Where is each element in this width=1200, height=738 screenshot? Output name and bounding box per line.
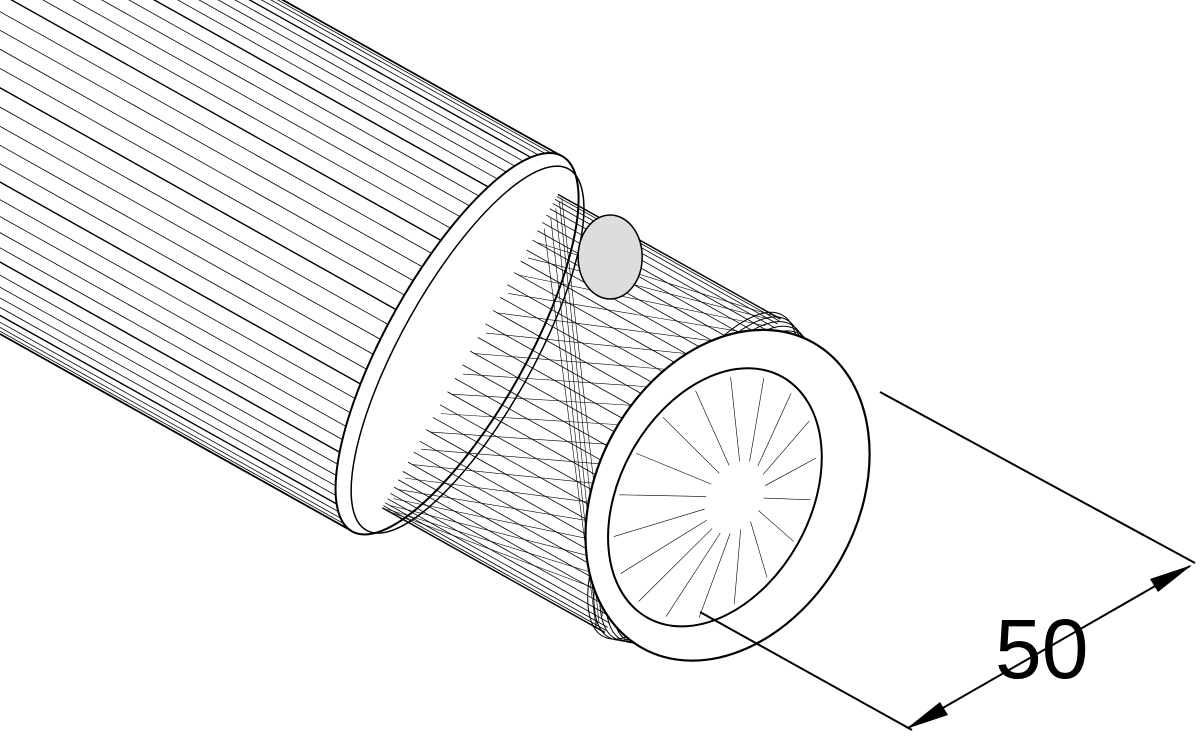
bore-line [762,420,810,475]
body-line [0,163,425,403]
body-line [0,181,418,417]
connector-line [397,479,621,605]
body-line [0,314,361,518]
bore-line [730,377,740,462]
body-line [270,0,560,162]
bore-line [763,497,811,501]
body-line [152,0,532,212]
mesh-line [518,274,766,326]
connector-line [557,193,781,319]
body-line [0,125,441,374]
body-line [0,330,354,530]
body-line [0,106,450,359]
extension-line-bottom [699,611,913,731]
body-line [277,0,562,159]
connector-line [393,486,617,613]
body-line [248,0,555,172]
bore-line [757,393,792,467]
bore-line [765,457,817,486]
bore-line [749,377,765,462]
body-line [0,232,396,455]
body-line [101,0,520,234]
body-line [0,247,390,466]
body-line [0,48,474,315]
connector-line [542,222,765,348]
connector-line [546,214,770,341]
arrowhead-top [1150,565,1192,592]
body-line [0,29,482,301]
mesh-line [386,510,615,596]
body-line [0,306,364,512]
connector-line [382,507,606,633]
bore-line [620,519,707,574]
body-line [10,0,498,273]
connector-line [382,507,605,634]
body-line [0,86,458,345]
body-line [198,0,543,193]
dimension-label: 50 [995,602,1088,696]
dimension-annotation: 50 [699,391,1196,731]
bore-line [636,453,712,485]
bore-line [662,416,720,474]
body-line [217,0,547,185]
body-line [234,0,551,177]
bore-line [613,508,705,537]
body-line [0,11,490,287]
bore-line [695,390,730,466]
body-line [0,274,378,487]
body-line [0,216,403,443]
bore-line [665,532,721,617]
body-line [128,0,526,223]
mesh-line [508,293,761,336]
body-line [0,333,353,532]
body-line [42,0,505,259]
body-line [72,0,513,247]
connector-line [383,505,607,631]
body-line [0,261,384,478]
bore-line [638,528,713,602]
arrowhead-bottom [906,702,948,729]
body-line [0,286,373,496]
connector-line [537,230,761,356]
mesh-line [527,257,769,320]
connector-line [390,493,614,619]
end-face-inner [607,367,823,628]
bore-line [698,533,731,618]
connector-line [402,471,626,597]
body-line [281,0,563,157]
bore-line [750,521,768,578]
body-line [0,321,358,523]
body-line [0,297,368,505]
body-line [0,326,356,527]
bore-line [758,510,794,542]
body-line [0,144,433,388]
pin-hole [577,214,643,300]
connector-line [557,194,781,320]
connector-line [385,502,608,628]
body-line [0,332,353,532]
bore-line [733,529,742,604]
body-line [0,68,466,330]
dimension-line [907,565,1191,729]
body-line [0,199,410,430]
tube-wireframe [0,0,871,662]
mesh-line [387,508,622,583]
connector-line [554,199,778,325]
body-line [260,0,558,166]
extension-line-top [879,391,1196,564]
mesh-line [536,242,772,316]
bore-line [619,494,707,497]
connector-line [556,196,780,322]
connector-line [387,498,611,624]
body-line [176,0,538,202]
